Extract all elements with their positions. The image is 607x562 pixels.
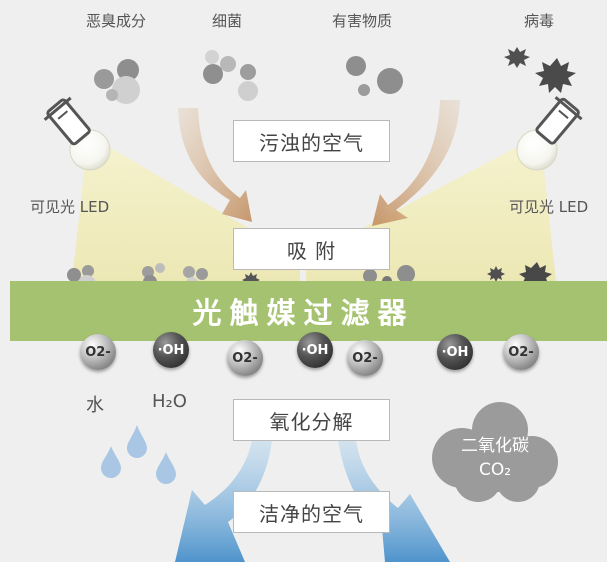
harmful-label: 有害物质 — [332, 12, 393, 30]
led-lamp-icon — [43, 96, 111, 171]
water-label: 水 — [86, 395, 104, 416]
odor-particles — [94, 59, 140, 104]
bacteria-particles — [203, 50, 258, 101]
led-lamp-icon — [516, 96, 583, 171]
co2-label-line2: CO₂ — [478, 460, 512, 480]
polluted-air-box: 污浊的空气 — [233, 120, 390, 162]
bacteria-label: 细菌 — [212, 12, 243, 30]
co2-label-line1: 二氧化碳 — [461, 436, 529, 456]
filter-title: 光触媒过滤器 — [192, 296, 415, 330]
cloud-icon — [432, 402, 558, 502]
superoxide-molecule: O2- — [347, 340, 383, 376]
right-brown-arrow — [372, 100, 460, 226]
led-left-label: 可见光 LED — [30, 198, 110, 216]
h2o-label: H₂O — [152, 391, 187, 412]
left-blue-arrow — [175, 440, 272, 562]
superoxide-molecule: O2- — [80, 334, 116, 370]
right-blue-arrow — [338, 440, 450, 562]
hydroxyl-molecule: ·OH — [153, 332, 189, 368]
led-right-label: 可见光 LED — [509, 198, 589, 216]
left-brown-arrow — [178, 108, 252, 222]
superoxide-molecule: O2- — [227, 340, 263, 376]
clean-air-box: 洁净的空气 — [233, 491, 390, 533]
hydroxyl-molecule: ·OH — [437, 334, 473, 370]
virus-icon — [504, 47, 576, 93]
superoxide-molecule: O2- — [503, 334, 539, 370]
co2-label: 二氧化碳 CO₂ — [440, 434, 550, 482]
hydroxyl-molecule: ·OH — [297, 332, 333, 368]
water-drop-icon — [101, 425, 176, 484]
decomposition-box: 氧化分解 — [233, 399, 390, 441]
photocatalyst-filter-band — [10, 281, 607, 341]
adsorption-box: 吸 附 — [233, 228, 390, 270]
virus-label: 病毒 — [524, 12, 555, 30]
harmful-particles — [346, 56, 403, 96]
odor-label: 恶臭成分 — [86, 12, 147, 30]
